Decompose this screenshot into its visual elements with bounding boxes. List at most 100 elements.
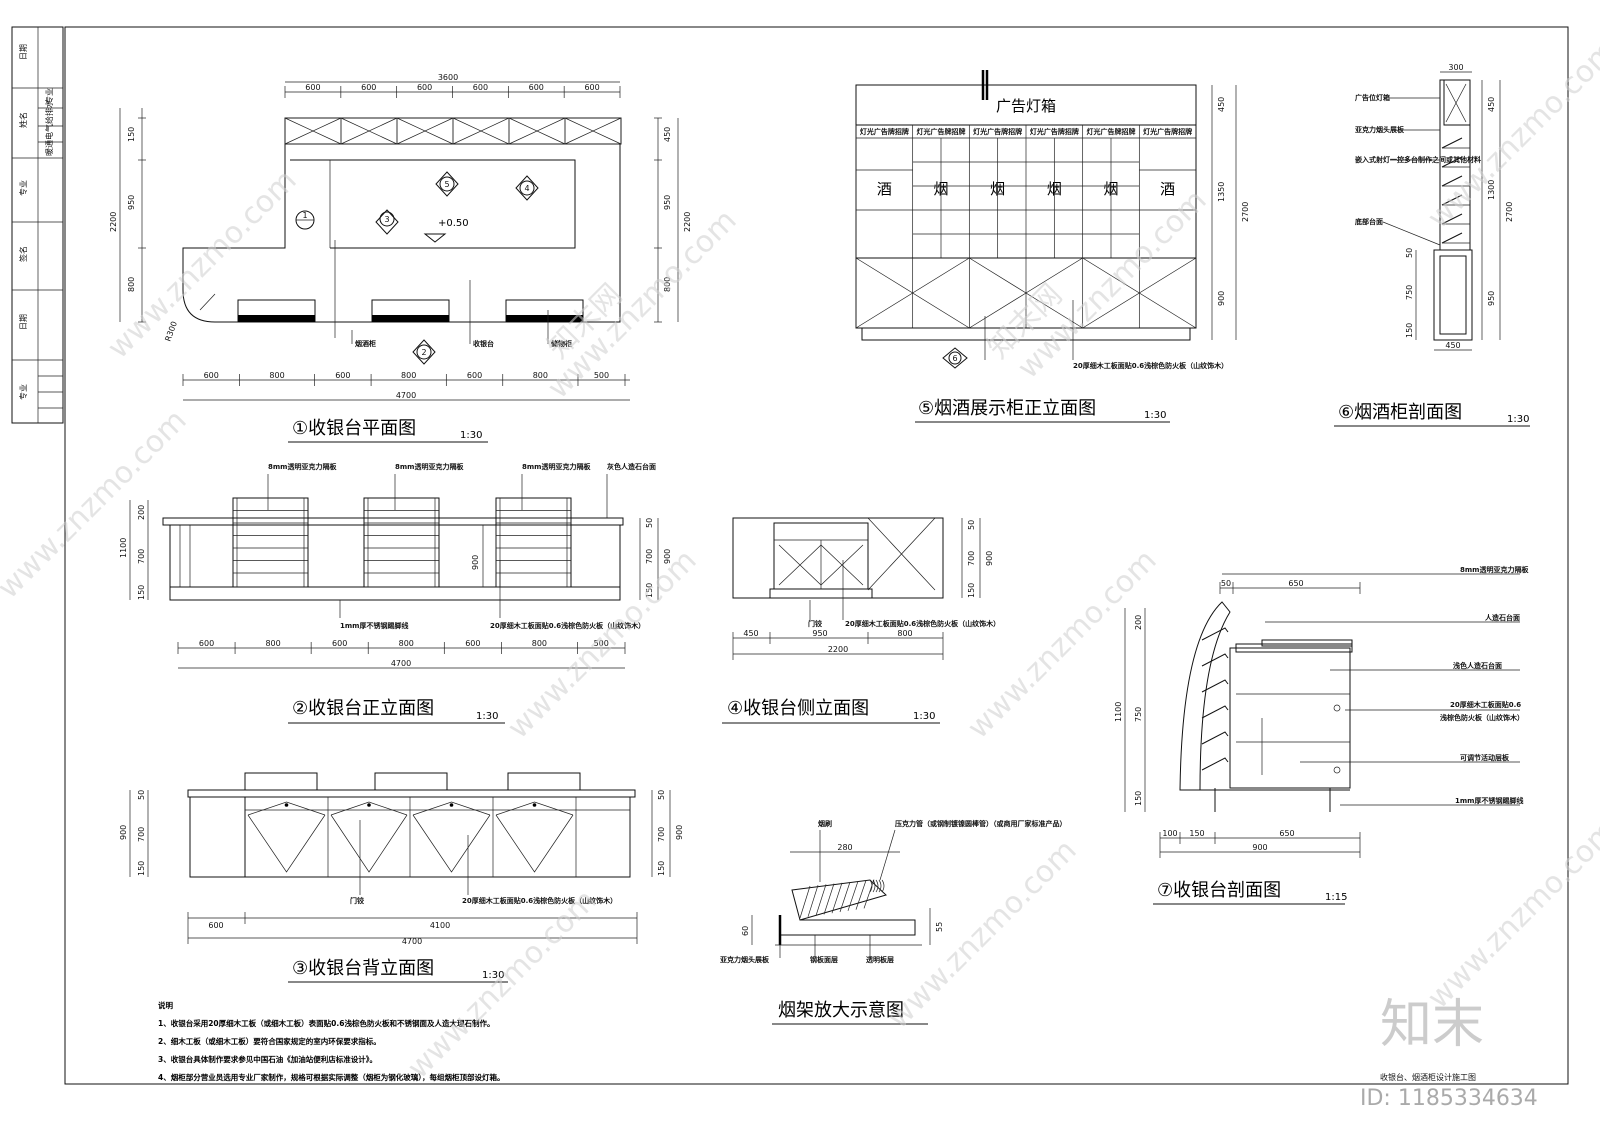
tb-sub-4: 暖通 [44, 140, 54, 156]
sec6-label-1: 广告位灯箱 [1355, 93, 1390, 102]
svg-text:700: 700 [137, 827, 146, 842]
svg-text:1300: 1300 [1487, 180, 1496, 200]
sec6-label-2: 亚克力烟头展板 [1355, 125, 1405, 134]
svg-text:4700: 4700 [402, 937, 422, 946]
svg-text:200: 200 [137, 505, 146, 520]
front-elevation: 8mm透明亚克力隔板 8mm透明亚克力隔板 8mm透明亚克力隔板 灰色人造石台面… [119, 462, 672, 724]
sec7-label-3: 浅色人造石台面 [1453, 661, 1502, 670]
plan-top-total: 3600 [438, 73, 458, 82]
plan-title: ①收银台平面图 [292, 418, 416, 439]
svg-text:200: 200 [1134, 615, 1143, 630]
plan-top-dim-6: 600 [584, 83, 599, 92]
display-cell-1: 酒 [877, 180, 892, 198]
svg-text:60: 60 [741, 926, 750, 936]
plan-left-total: 2200 [109, 212, 118, 232]
svg-text:150: 150 [657, 861, 666, 876]
svg-text:150: 150 [137, 585, 146, 600]
sec6-label-4: 底部台面 [1355, 217, 1383, 226]
display-label: 20厚细木工板面贴0.6浅棕色防火板（山纹饰木） [1073, 361, 1228, 370]
svg-text:6: 6 [952, 354, 957, 363]
front-unit-2 [363, 497, 440, 588]
sec7-label-2: 人造石台面 [1485, 613, 1520, 622]
wm-2: www.znzmo.com [541, 203, 744, 406]
image-id: ID: 1185334634 [1360, 1086, 1538, 1111]
plan-top-dim-4: 600 [473, 83, 488, 92]
front-label-1: 8mm透明亚克力隔板 [268, 462, 337, 471]
plan-level: +0.50 [438, 218, 469, 229]
svg-text:1100: 1100 [119, 538, 128, 558]
plan-bottom-dim-6: 800 [533, 371, 548, 380]
svg-text:900: 900 [663, 549, 672, 564]
note-1: 1、收银台采用20厚细木工板（或细木工板）表面贴0.6浅棕色防火板和不锈钢面及人… [158, 1018, 494, 1028]
plan-bottom-dim-3: 600 [335, 371, 350, 380]
wm-8: www.znzmo.com [881, 833, 1084, 1036]
tb-cell-4: 签名 [18, 246, 28, 262]
display-marker-6: 6 [942, 347, 968, 369]
front-label-3: 8mm透明亚克力隔板 [522, 462, 591, 471]
svg-text:2200: 2200 [828, 645, 848, 654]
front-bottom-dim-5: 600 [465, 639, 480, 648]
display-cell-6: 酒 [1160, 180, 1175, 198]
plan-right-3: 800 [663, 277, 672, 292]
svg-text:900: 900 [119, 825, 128, 840]
plan-left-2: 950 [127, 195, 136, 210]
display-cabinet-elevation: 广告灯箱 灯光广告牌招牌酒灯光广告牌招牌烟灯光广告牌招牌烟灯光广告牌招牌烟灯光广… [855, 70, 1250, 423]
svg-text:1350: 1350 [1217, 182, 1226, 202]
back-label-2: 20厚细木工板面贴0.6浅棕色防火板（山纹饰木） [462, 896, 617, 905]
sec7-title: ⑦收银台剖面图 [1157, 880, 1281, 901]
front-bottom-dim-2: 800 [265, 639, 280, 648]
svg-text:1: 1 [302, 211, 307, 220]
tb-cell-1: 日期 [19, 44, 28, 60]
tb-sub-3: 电气 [44, 124, 54, 140]
svg-text:800: 800 [897, 629, 912, 638]
notes-heading: 说明 [158, 1000, 173, 1010]
svg-text:150: 150 [1189, 829, 1204, 838]
plan-right-1: 450 [663, 127, 672, 142]
plan-bottom-dim-4: 800 [401, 371, 416, 380]
wm-5: www.znzmo.com [0, 403, 194, 606]
svg-text:50: 50 [967, 520, 976, 530]
note-3: 3、收银台具体制作要求参见中国石油《加油站便利店标准设计》。 [158, 1054, 377, 1064]
front-bottom-dim-1: 600 [199, 639, 214, 648]
front-title: ②收银台正立面图 [292, 698, 434, 719]
svg-text:450: 450 [1487, 97, 1496, 112]
svg-text:150: 150 [137, 861, 146, 876]
front-unit-3 [495, 497, 572, 588]
svg-text:600: 600 [208, 921, 223, 930]
svg-text:900: 900 [471, 555, 480, 570]
back-elevation: 门铰 20厚细木工板面贴0.6浅棕色防火板（山纹饰木） 50 700 150 9… [119, 772, 684, 983]
svg-text:950: 950 [1487, 291, 1496, 306]
display-sign-1: 灯光广告牌招牌 [860, 127, 909, 136]
svg-text:750: 750 [1405, 285, 1414, 300]
plan-right-2: 950 [663, 195, 672, 210]
svg-text:700: 700 [645, 549, 654, 564]
svg-text:2: 2 [421, 348, 426, 357]
side-title: ④收银台侧立面图 [727, 698, 869, 719]
corner-text: 收银台、烟酒柜设计施工图 [1380, 1072, 1476, 1082]
sec6-title: ⑥烟酒柜剖面图 [1338, 402, 1462, 423]
rack-label-4: 钢板面层 [810, 955, 838, 964]
back-label-1: 门铰 [350, 896, 365, 905]
sec7-label-7: 1mm厚不锈钢踢脚线 [1455, 796, 1523, 805]
rack-label-3: 亚克力烟头展板 [720, 955, 770, 964]
sec7-label-1: 8mm透明亚克力隔板 [1460, 565, 1529, 574]
front-label-6: 20厚细木工板面贴0.6浅棕色防火板（山纹饰木） [490, 621, 645, 630]
sec7-label-5: 浅棕色防火板（山纹饰木） [1440, 713, 1524, 722]
tb-cell-6: 专业 [18, 384, 28, 400]
front-label-2: 8mm透明亚克力隔板 [395, 462, 464, 471]
svg-text:1100: 1100 [1114, 702, 1123, 722]
svg-text:2700: 2700 [1505, 202, 1514, 222]
plan-top-dim-1: 600 [305, 83, 320, 92]
side-label-1: 门铰 [808, 619, 823, 628]
plan-top-dim-3: 600 [417, 83, 432, 92]
svg-text:150: 150 [645, 583, 654, 598]
svg-text:700: 700 [657, 827, 666, 842]
back-scale: 1:30 [482, 970, 504, 981]
tb-cell-5: 日期 [19, 314, 28, 330]
plan-marker-2: 2 [412, 339, 436, 365]
svg-text:5: 5 [444, 180, 449, 189]
svg-text:450: 450 [743, 629, 758, 638]
svg-text:900: 900 [675, 825, 684, 840]
side-elevation: 门铰 20厚细木工板面贴0.6浅棕色防火板（山纹饰木） 50 700 150 9… [722, 517, 1000, 724]
svg-text:900: 900 [985, 551, 994, 566]
